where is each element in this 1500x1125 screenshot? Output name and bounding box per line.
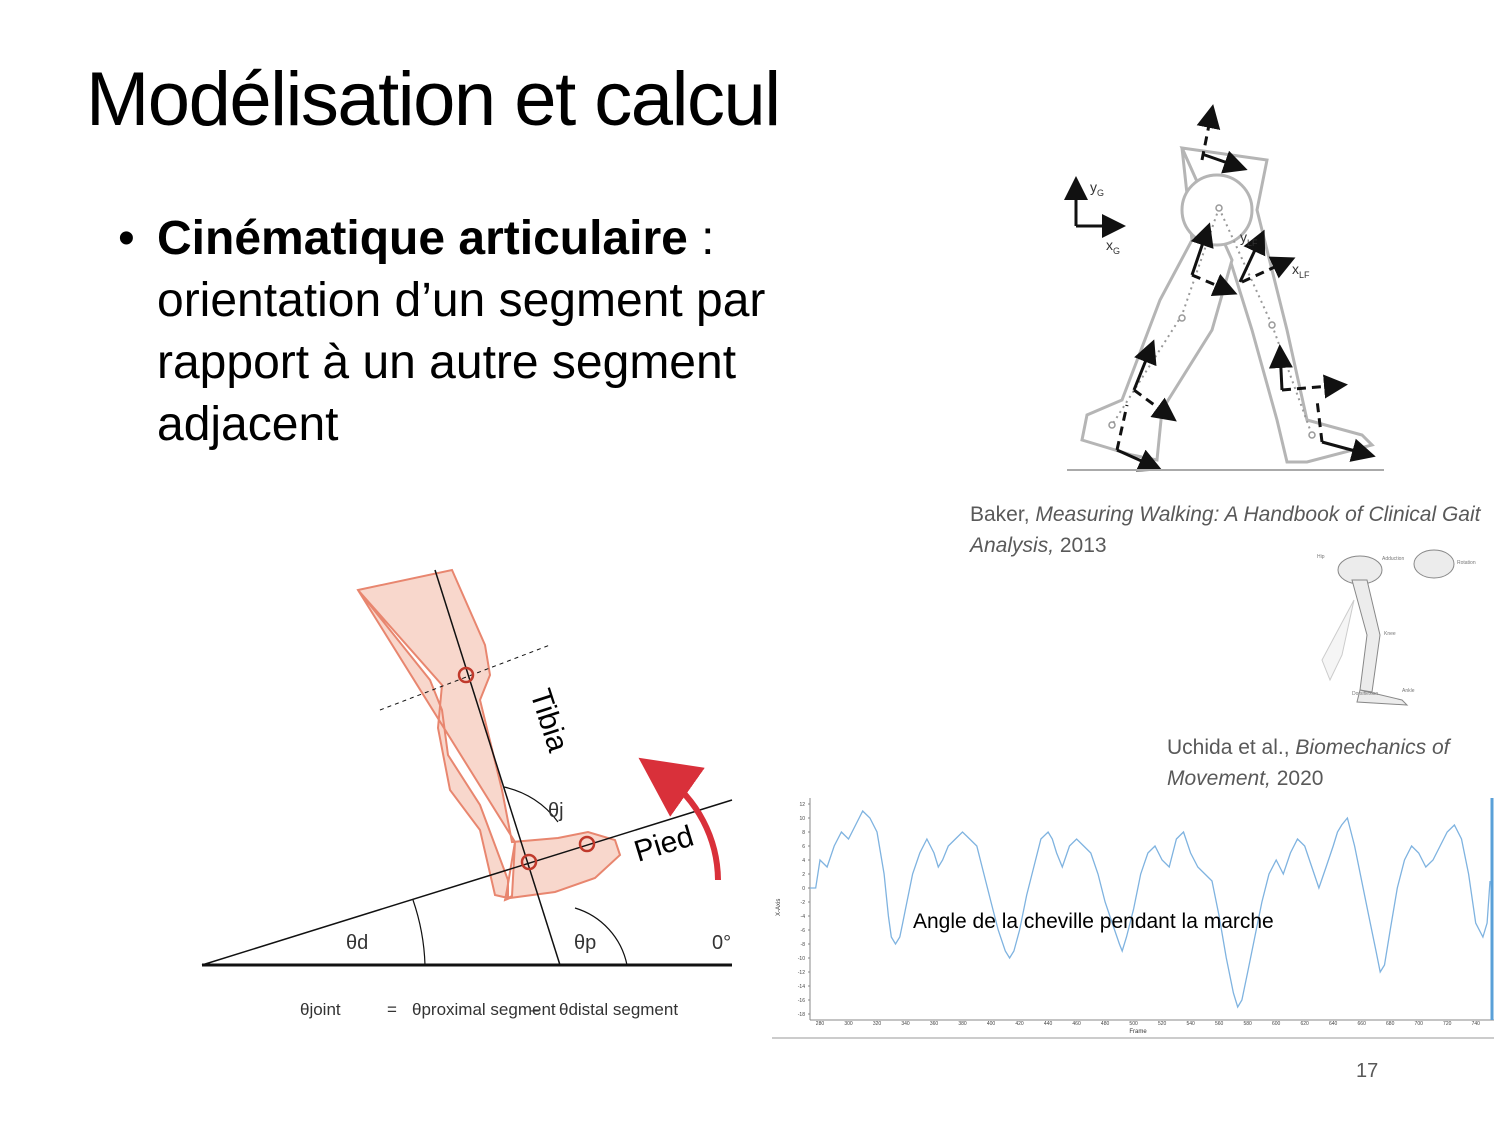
x-axis-label: Frame [1129,1029,1147,1035]
theta-j-label: θj [548,800,564,822]
y-axis-label: X-Axis [776,899,782,916]
svg-text:–: – [530,1000,540,1019]
tibia-perpendicular [379,644,551,711]
frame-arrows [1064,104,1376,472]
x-tick-label: 460 [1072,1021,1081,1027]
svg-text:Rotation: Rotation [1457,560,1476,566]
x-tick-label: 380 [958,1021,967,1027]
y-tick-label: 10 [799,816,805,822]
svg-text:Adduction: Adduction [1382,556,1404,562]
y-tick-label: 8 [802,830,805,836]
citation-baker-author: Baker, [970,503,1036,526]
bullet-separator: : [687,212,715,265]
y-tick-label: -8 [801,942,806,948]
citation-uchida-author: Uchida et al., [1167,736,1296,759]
x-tick-label: 420 [1015,1021,1024,1027]
theta-d-label: θd [346,932,368,954]
x-tick-label: 520 [1158,1021,1167,1027]
zero-degree-label: 0° [712,932,731,954]
x-tick-label: 740 [1472,1021,1481,1027]
y-tick-label: -18 [798,1012,805,1018]
angle-arcs [412,786,628,966]
bullet-text: Cinématique articulaire : orientation d’u… [157,208,877,456]
series-line [810,809,1491,1009]
citation-baker-year: 2013 [1054,534,1107,557]
theta-p-label: θp [574,932,596,954]
citation-uchida-title: Biomechanics of Movement, [1167,736,1450,790]
ankle-angle-diagram: Tibia Pied θj θd θp 0° θjoint = θproxima… [201,568,733,1019]
x-tick-label: 500 [1129,1021,1138,1027]
y-tick-label: -4 [801,914,806,920]
svg-text:xLF: xLF [1292,261,1310,280]
x-tick-label: 560 [1215,1021,1224,1027]
svg-text:Knee: Knee [1384,631,1396,637]
x-tick-label: 580 [1243,1021,1252,1027]
bullet-definition: orientation d’un segment par rapport à u… [157,274,766,451]
slide-number: 17 [1356,1060,1379,1082]
svg-text:θjoint: θjoint [300,1000,341,1019]
x-tick-label: 540 [1186,1021,1195,1027]
slide-title: Modélisation et calcul [86,57,781,142]
bullet-dot: • [118,212,135,265]
x-tick-label: 600 [1272,1021,1281,1027]
x-tick-label: 360 [930,1021,939,1027]
svg-text:θproximal segment: θproximal segment [412,1000,556,1019]
y-tick-label: -12 [798,970,805,976]
pied-label: Pied [630,820,697,869]
x-tick-label: 300 [844,1021,853,1027]
svg-text:xG: xG [1106,237,1120,256]
y-tick-label: 6 [802,844,805,850]
y-tick-label: -6 [801,928,806,934]
y-tick-label: -10 [798,956,805,962]
joint-formula: θjoint = θproximal segment – θdistal seg… [300,1000,678,1019]
y-tick-label: -2 [801,900,806,906]
citation-uchida-year: 2020 [1270,767,1324,790]
tibia-label: Tibia [523,685,574,756]
joint-markers [457,666,596,871]
citation-uchida: Uchida et al., Biomechanics of Movement,… [1167,732,1487,794]
chart-annotation: Angle de la cheville pendant la marche [913,910,1274,933]
x-tick-label: 640 [1329,1021,1338,1027]
x-tick-label: 400 [987,1021,996,1027]
x-tick-label: 660 [1358,1021,1367,1027]
svg-text:Hip: Hip [1317,554,1325,560]
foot-axis [201,799,733,966]
rotation-arrow [638,757,721,881]
x-tick-label: 480 [1101,1021,1110,1027]
citation-baker: Baker, Measuring Walking: A Handbook of … [970,499,1490,561]
x-tick-label: 320 [873,1021,882,1027]
svg-text:yLF: yLF [1240,229,1258,248]
svg-text:θdistal segment: θdistal segment [559,1000,678,1019]
bullet-bold-term: Cinématique articulaire [157,212,688,265]
joint-markers [1108,204,1316,439]
svg-text:yG: yG [1090,179,1104,198]
x-tick-label: 340 [901,1021,910,1027]
x-tick-label: 440 [1044,1021,1053,1027]
svg-text:Ankle: Ankle [1402,688,1415,694]
y-tick-label: 12 [799,802,805,808]
gait-diagram: yG xG yLF xLF [1064,104,1384,472]
y-tick-label: -14 [798,984,805,990]
y-tick-label: 0 [802,886,805,892]
leg-foot-shape [356,568,622,902]
x-tick-label: 720 [1443,1021,1452,1027]
x-tick-label: 280 [816,1021,825,1027]
axis-labels: yG xG yLF xLF [1090,179,1310,280]
svg-text:Dorsiflexion: Dorsiflexion [1352,691,1378,697]
x-tick-label: 620 [1301,1021,1310,1027]
x-tick-label: 700 [1415,1021,1424,1027]
y-tick-label: 2 [802,872,805,878]
y-tick-label: -16 [798,998,805,1004]
x-tick-label: 680 [1386,1021,1395,1027]
y-tick-label: 4 [802,858,805,864]
tibia-axis [434,569,561,966]
citation-baker-title: Measuring Walking: A Handbook of Clinica… [970,503,1481,557]
svg-text:=: = [387,1000,397,1019]
